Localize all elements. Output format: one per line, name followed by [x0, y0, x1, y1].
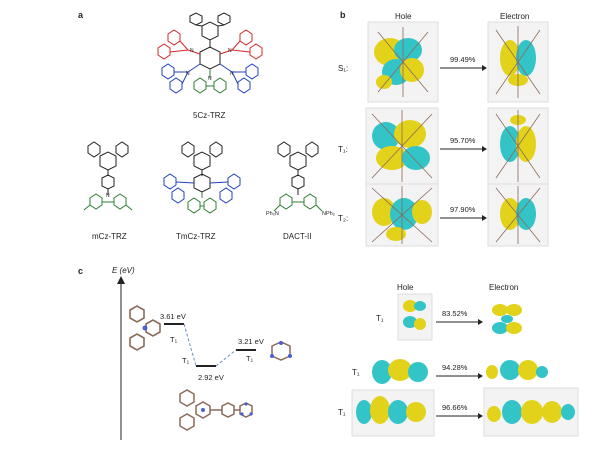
molecule-5cz-trz: N N N N N: [157, 12, 263, 94]
molecule-triazine-right: [270, 341, 292, 361]
energy-level-2-state: T₁: [182, 356, 190, 365]
transition-arrow-3: [440, 215, 487, 221]
molecule-label-tmcz-trz: TmCz-TRZ: [176, 232, 216, 241]
transition-arrow-2: [440, 146, 487, 152]
panel-b-electron-header: Electron: [500, 12, 530, 21]
molecule-label-dact-ii: DACT-II: [283, 232, 312, 241]
panel-b-state-3: T₂:: [338, 214, 349, 223]
panel-c-state-3: T₁: [338, 408, 346, 417]
orbital-hole-s1: [367, 21, 439, 103]
orbital-c-hole-3: [351, 389, 435, 437]
energy-level-1-value: 3.61 eV: [160, 312, 186, 321]
orbital-electron-t2: [487, 183, 549, 247]
panel-a-letter: a: [78, 10, 84, 20]
energy-level-3-state: T₁: [246, 354, 254, 363]
panel-b-state-2: T₁:: [338, 145, 348, 154]
panel-c-percent-2: 94.28%: [442, 363, 468, 372]
panel-b-percent-2: 95.70%: [450, 136, 476, 145]
svg-text:N: N: [228, 48, 232, 54]
orbital-hole-t1: [365, 107, 439, 185]
orbital-c-electron-1: [492, 304, 522, 334]
panel-b-hole-header: Hole: [395, 12, 412, 21]
transition-arrow-c3: [436, 413, 483, 419]
panel-c-hole-header: Hole: [397, 283, 414, 292]
molecule-label-5cz-trz: 5Cz-TRZ: [193, 111, 226, 120]
transition-arrow-1: [440, 65, 487, 71]
panel-b-letter: b: [340, 10, 346, 20]
orbital-c-hole-2: [372, 359, 428, 384]
molecule-tmcz-trz: [163, 141, 241, 214]
energy-axis-label: E (eV): [112, 266, 135, 275]
svg-text:N: N: [106, 193, 110, 199]
orbital-hole-t2: [365, 183, 439, 247]
svg-text:N: N: [230, 71, 234, 77]
orbital-c-hole-1: [397, 293, 433, 341]
orbital-c-electron-3: [483, 387, 579, 437]
energy-level-2-value: 2.92 eV: [198, 373, 224, 382]
panel-c-percent-3: 96.66%: [442, 403, 468, 412]
orbital-electron-t1: [487, 107, 549, 185]
molecule-label-mcz-trz: mCz-TRZ: [92, 232, 127, 241]
molecule-carbazole-triazine-bottom: [179, 389, 253, 431]
orbital-electron-s1: [487, 21, 549, 103]
panel-c-letter: c: [78, 266, 84, 276]
svg-text:N: N: [190, 48, 194, 54]
panel-b-state-1: S₁:: [338, 64, 349, 73]
panel-c-percent-1: 83.52%: [442, 309, 468, 318]
orbital-c-electron-2: [486, 360, 548, 380]
panel-c-electron-header: Electron: [489, 283, 519, 292]
energy-level-3-value: 3.21 eV: [238, 337, 264, 346]
energy-level-diagram: [164, 323, 256, 367]
transition-arrow-c1: [436, 319, 483, 325]
panel-b-percent-1: 99.49%: [450, 55, 476, 64]
energy-level-1-state: T₁: [170, 335, 178, 344]
panel-b-percent-3: 97.90%: [450, 205, 476, 214]
molecule-mcz-trz: N: [83, 141, 133, 211]
transition-arrow-c2: [436, 373, 483, 379]
panel-c-state-1: T₁: [376, 314, 384, 323]
svg-text:N: N: [186, 71, 190, 77]
svg-text:N: N: [208, 76, 212, 82]
molecule-carbazole-left: [129, 305, 161, 351]
substituent-right: NPh₂: [322, 211, 335, 217]
substituent-left: Ph₂N: [266, 211, 279, 217]
panel-c-state-2: T₁: [352, 368, 360, 377]
molecule-dact-ii: [273, 141, 323, 212]
energy-axis: [117, 276, 125, 440]
